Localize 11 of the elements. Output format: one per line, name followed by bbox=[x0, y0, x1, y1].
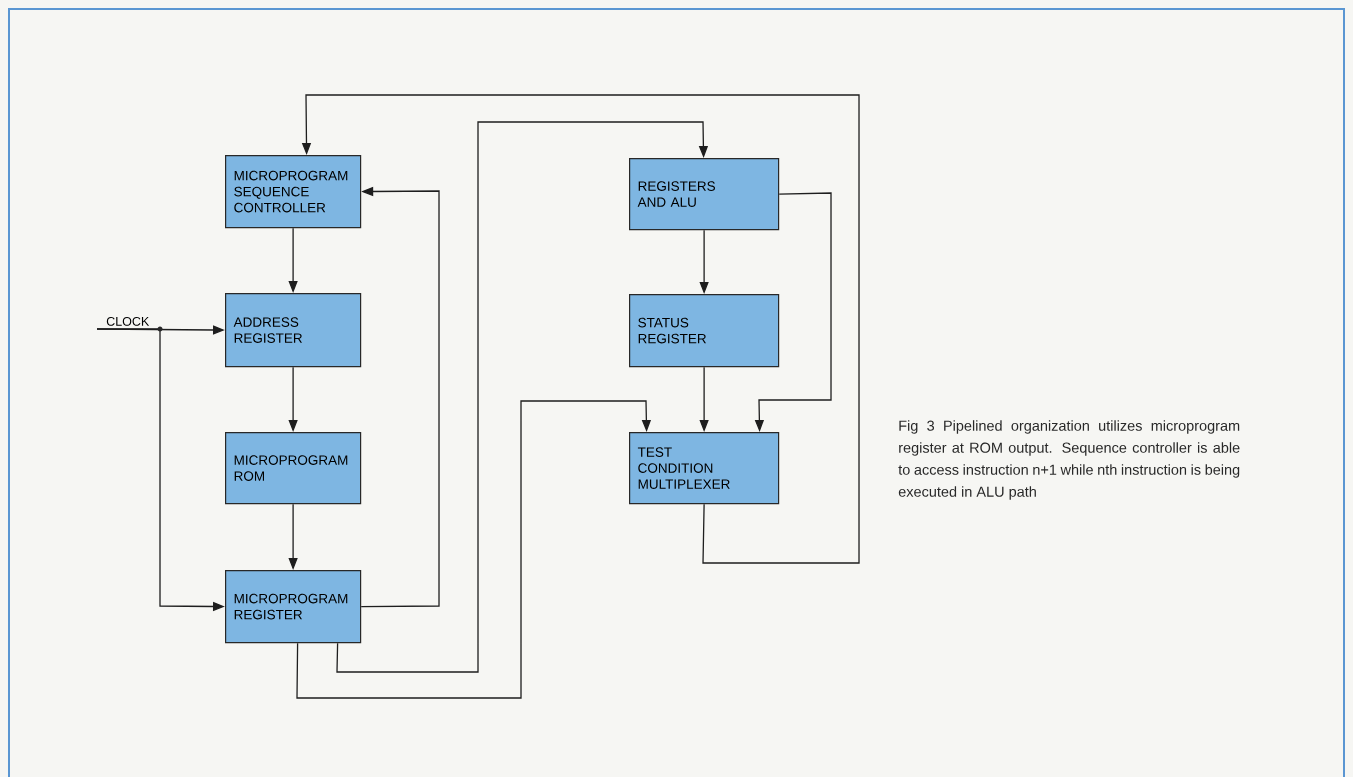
block-box: MICROPROGRAM REGISTER bbox=[225, 570, 362, 644]
arrow bbox=[296, 400, 652, 699]
caption: Fig 3 Pipelined organization utilizes microprogram register at ROM output. Sequence controller is able to access instruction n+1 while nth instruction is being executed in ALU path bbox=[898, 420, 1240, 500]
block-box: ADDRESS REGISTER bbox=[225, 293, 362, 368]
block-box: MICROPROGRAM SEQUENCE CONTROLLER bbox=[225, 155, 362, 229]
block-box: MICROPROGRAM ROM bbox=[225, 432, 362, 505]
block-box: STATUS REGISTER bbox=[629, 294, 780, 368]
block-box: TEST CONDITION MULTIPLEXER bbox=[629, 432, 780, 505]
signal-label: CLOCK bbox=[106, 316, 150, 326]
block-box: REGISTERS AND ALU bbox=[629, 158, 780, 231]
arrow bbox=[336, 121, 709, 673]
